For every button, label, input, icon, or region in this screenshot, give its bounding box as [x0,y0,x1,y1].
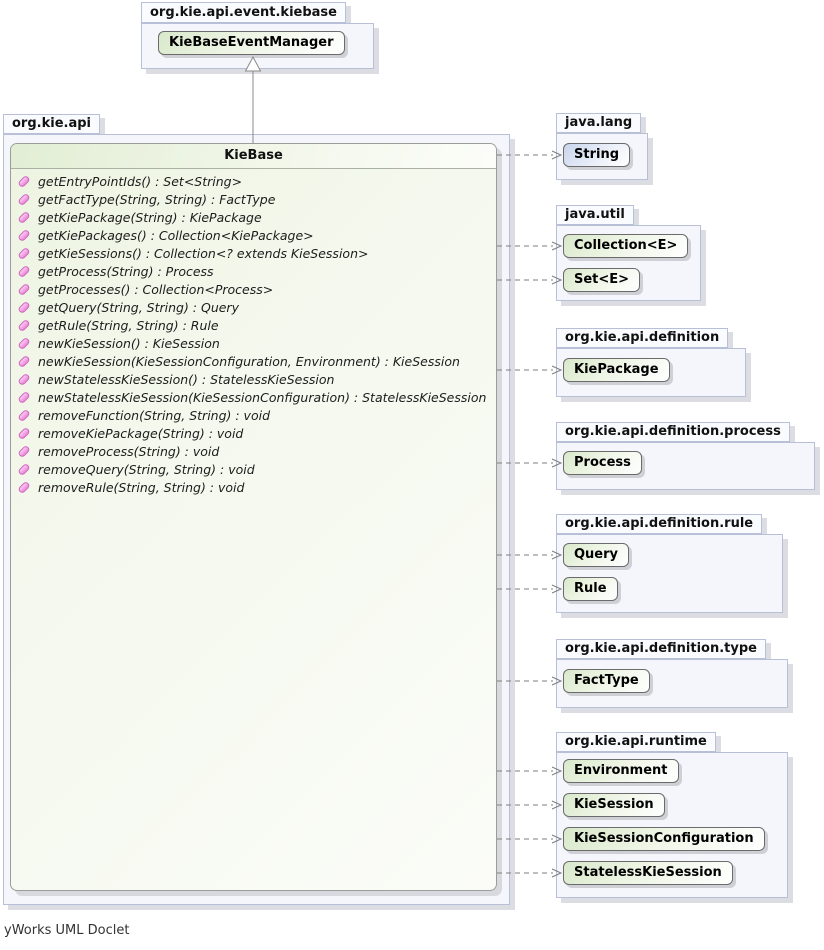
package-tab-definition-type: org.kie.api.definition.type [556,639,766,659]
package-tab-java-util: java.util [556,205,634,225]
method-icon [17,462,31,476]
class-button-kiebaseeventmanager[interactable]: KieBaseEventManager [158,31,345,55]
package-tab-definition-process: org.kie.api.definition.process [556,422,790,442]
method-icon [17,372,31,386]
class-button-query[interactable]: Query [563,543,630,567]
kiebase-method-list: getEntryPointIds() : Set<String> getFact… [11,169,496,496]
package-body-definition-process [556,442,815,490]
method-icon [17,174,31,188]
method-row: removeFunction(String, String) : void [17,406,496,424]
method-icon [17,408,31,422]
method-icon [17,300,31,314]
method-icon [17,228,31,242]
method-row: getKiePackages() : Collection<KiePackage… [17,226,496,244]
method-icon [17,210,31,224]
method-signature: newKieSession(KieSessionConfiguration, E… [38,353,460,369]
method-signature: removeFunction(String, String) : void [38,407,271,423]
class-button-environment[interactable]: Environment [563,759,679,783]
method-signature: removeQuery(String, String) : void [38,461,255,477]
class-button-set[interactable]: Set<E> [563,268,641,292]
method-row: getProcesses() : Collection<Process> [17,280,496,298]
method-icon [17,318,31,332]
method-icon [17,354,31,368]
method-signature: removeProcess(String) : void [38,443,220,459]
method-row: getFactType(String, String) : FactType [17,190,496,208]
class-button-process[interactable]: Process [563,451,642,475]
method-row: getProcess(String) : Process [17,262,496,280]
footer-credit: yWorks UML Doclet [4,923,130,938]
method-signature: getQuery(String, String) : Query [38,299,239,315]
class-button-kiesessionconfiguration[interactable]: KieSessionConfiguration [563,827,765,851]
class-button-statelesskiesession[interactable]: StatelessKieSession [563,861,733,885]
method-row: getKieSessions() : Collection<? extends … [17,244,496,262]
class-button-string[interactable]: String [563,143,631,167]
method-row: newKieSession() : KieSession [17,334,496,352]
method-icon [17,246,31,260]
method-icon [17,480,31,494]
method-icon [17,282,31,296]
method-row: newStatelessKieSession() : StatelessKieS… [17,370,496,388]
method-row: getRule(String, String) : Rule [17,316,496,334]
method-signature: newKieSession() : KieSession [38,335,220,351]
method-row: getQuery(String, String) : Query [17,298,496,316]
method-signature: getRule(String, String) : Rule [38,317,219,333]
method-row: removeKiePackage(String) : void [17,424,496,442]
method-signature: getKieSessions() : Collection<? extends … [38,245,369,261]
method-signature: getKiePackages() : Collection<KiePackage… [38,227,314,243]
package-tab-org-kie-api: org.kie.api [3,114,100,134]
method-icon [17,426,31,440]
method-row: newKieSession(KieSessionConfiguration, E… [17,352,496,370]
kiebase-title: KieBase [11,144,496,169]
method-signature: removeRule(String, String) : void [38,479,245,495]
class-button-rule[interactable]: Rule [563,577,618,601]
method-signature: newStatelessKieSession(KieSessionConfigu… [38,389,487,405]
method-icon [17,336,31,350]
kiebase-classbox: KieBase getEntryPointIds() : Set<String>… [10,143,497,891]
class-button-collection[interactable]: Collection<E> [563,234,689,258]
method-signature: getKiePackage(String) : KiePackage [38,209,262,225]
method-signature: newStatelessKieSession() : StatelessKieS… [38,371,335,387]
package-tab-runtime: org.kie.api.runtime [556,732,716,752]
method-icon [17,264,31,278]
method-row: removeRule(String, String) : void [17,478,496,496]
method-signature: getEntryPointIds() : Set<String> [38,173,243,189]
method-row: getKiePackage(String) : KiePackage [17,208,496,226]
package-tab-definition-rule: org.kie.api.definition.rule [556,514,763,534]
package-tab-definition: org.kie.api.definition [556,328,729,348]
method-row: removeQuery(String, String) : void [17,460,496,478]
method-signature: removeKiePackage(String) : void [38,425,244,441]
method-icon [17,192,31,206]
method-icon [17,390,31,404]
package-tab-event-kiebase: org.kie.api.event.kiebase [141,2,346,23]
method-icon [17,444,31,458]
method-row: removeProcess(String) : void [17,442,496,460]
class-button-facttype[interactable]: FactType [563,669,650,693]
method-row: getEntryPointIds() : Set<String> [17,172,496,190]
class-button-kiepackage[interactable]: KiePackage [563,358,670,382]
method-signature: getProcesses() : Collection<Process> [38,281,274,297]
method-signature: getFactType(String, String) : FactType [38,191,276,207]
method-row: newStatelessKieSession(KieSessionConfigu… [17,388,496,406]
method-signature: getProcess(String) : Process [38,263,214,279]
class-button-kiesession[interactable]: KieSession [563,793,665,817]
package-tab-java-lang: java.lang [556,113,642,133]
